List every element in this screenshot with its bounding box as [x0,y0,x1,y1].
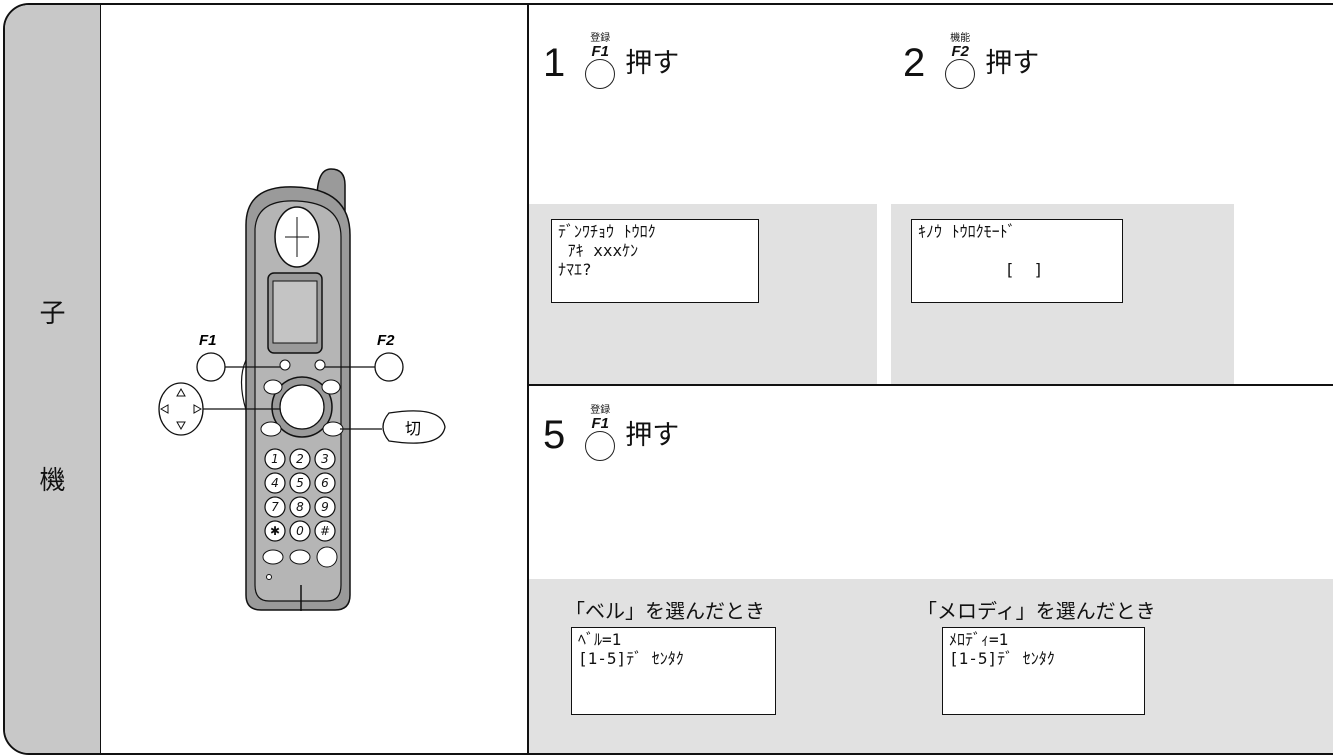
keypad-key-label: ✱ [270,524,280,538]
step-number: 5 [543,413,566,457]
keypad-key-label: 9 [321,500,329,514]
column-divider [527,5,529,753]
keypad-key-label: 2 [296,452,304,466]
f1-key-icon: 登録 F1 [583,33,617,89]
instruction-frame: 子 機 1 登録 F1 押す ﾃﾞﾝﾜﾁｮｳ ﾄｳﾛｸ ｱｷ xxxｹﾝ ﾅﾏｴ… [3,3,1333,755]
keypad-key-label: 8 [296,500,304,514]
row-divider [527,384,1333,386]
keypad-key-label: 1 [271,452,279,466]
step-2: 2 機能 F2 押す [903,33,1040,89]
f2-callout-label: F2 [377,332,395,349]
f2-key-icon: 機能 F2 [943,33,977,89]
key-caption: 機能 [950,33,971,44]
key-label: F1 [591,415,609,432]
step2-display: ｷﾉｳ ﾄｳﾛｸﾓｰﾄﾞ [ ] [911,219,1123,303]
option-melody-caption: 「メロディ」を選んだとき [917,599,1156,623]
option-bell-display: ﾍﾞﾙ=1 [1-5]ﾃﾞ ｾﾝﾀｸ [571,627,776,715]
step-5: 5 登録 F1 押す [543,405,680,461]
step-number: 1 [543,41,566,85]
step1-display: ﾃﾞﾝﾜﾁｮｳ ﾄｳﾛｸ ｱｷ xxxｹﾝ ﾅﾏｴ? [551,219,759,303]
step-action: 押す [985,48,1040,79]
step-number: 2 [903,41,926,85]
side-tab-char-bottom: 機 [39,466,66,496]
f1-key-icon: 登録 F1 [583,405,617,461]
step-1: 1 登録 F1 押す [543,33,680,89]
keypad-key-label: 3 [321,452,329,466]
step-action: 押す [625,420,680,451]
side-tab-char-top: 子 [39,299,66,329]
option-melody-display: ﾒﾛﾃﾞｨ=1 [1-5]ﾃﾞ ｾﾝﾀｸ [942,627,1145,715]
side-tab: 子 機 [5,5,101,753]
keypad-key-label: 7 [271,500,279,514]
key-label: F1 [591,43,609,60]
f1-callout-label: F1 [199,332,217,349]
keypad-key-label: 5 [296,476,304,490]
key-caption: 登録 [590,405,611,416]
keypad-key-label: 6 [321,476,329,490]
step-action: 押す [625,48,680,79]
handset-illustration: 1 2 3 4 5 6 7 8 9 ✱ 0 # F1 F2 切 [158,168,446,611]
keypad-key-label: 4 [271,476,279,490]
keypad-key-label: # [320,524,330,538]
keypad-key-label: 0 [296,524,304,538]
off-key-label: 切 [405,419,421,438]
key-caption: 登録 [590,33,611,44]
option-bell-caption: 「ベル」を選んだとき [565,599,765,623]
key-label: F2 [951,43,969,60]
